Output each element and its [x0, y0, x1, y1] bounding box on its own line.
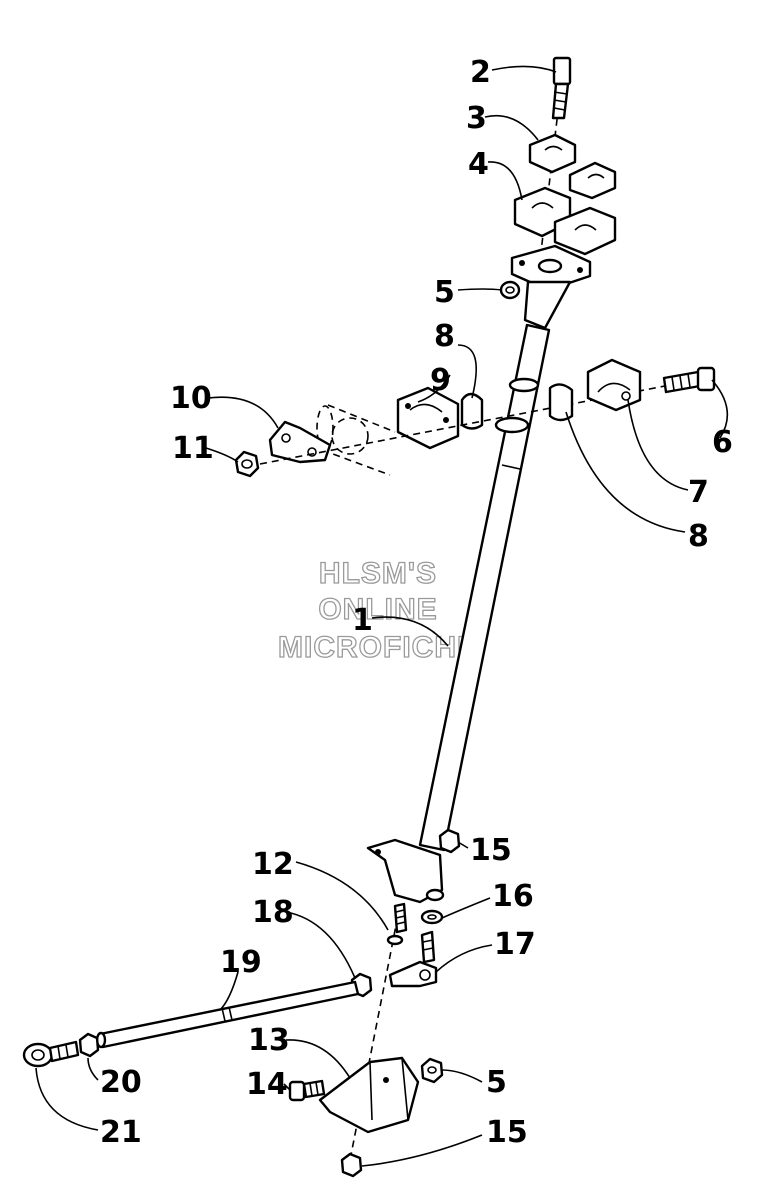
- washer-part-16: [420, 909, 444, 925]
- washer-part-18: [386, 934, 404, 946]
- nut-part-15-upper: [438, 828, 461, 854]
- lower-bracket-part-13: [318, 1056, 420, 1134]
- bolt-part-12: [393, 902, 408, 934]
- callout-14: 14: [246, 1067, 288, 1102]
- callout-19: 19: [220, 945, 262, 980]
- nut-part-5-lower: [420, 1057, 444, 1084]
- clamp-bolt-axis: [259, 385, 666, 465]
- tie-rod-part-19: [95, 980, 360, 1049]
- callout-12: 12: [252, 847, 294, 882]
- callout-4: 4: [468, 147, 489, 182]
- callout-10: 10: [170, 381, 212, 416]
- watermark-line-2: ONLINE: [318, 593, 437, 626]
- nut-part-11: [234, 450, 260, 478]
- callout-15-upper: 15: [470, 833, 512, 868]
- nut-part-5-upper: [499, 280, 521, 300]
- column-lower-bracket: [366, 838, 445, 904]
- callout-11: 11: [172, 431, 214, 466]
- callout-20: 20: [100, 1065, 142, 1100]
- jam-nut-part-20: [78, 1032, 100, 1058]
- callout-8-left: 8: [434, 319, 455, 354]
- callout-2: 2: [470, 55, 491, 90]
- callout-1: 1: [352, 603, 373, 638]
- callout-15-lower: 15: [486, 1115, 528, 1150]
- callout-5-upper: 5: [434, 275, 455, 310]
- callout-17: 17: [494, 927, 536, 962]
- callout-18: 18: [252, 895, 294, 930]
- callout-21: 21: [100, 1115, 142, 1150]
- bolt-part-2: [551, 56, 572, 120]
- clamp-block-part-9: [396, 386, 460, 450]
- rod-end-part-21: [22, 1040, 80, 1068]
- handlebar-clamp-lower-part-4: [513, 186, 617, 256]
- callout-8-right: 8: [688, 519, 709, 554]
- callout-7: 7: [688, 475, 709, 510]
- watermark-line-3: MICROFICHE: [278, 631, 478, 664]
- callout-6: 6: [712, 425, 733, 460]
- callout-5-lower: 5: [486, 1065, 507, 1100]
- ball-joint-part-17: [388, 930, 438, 988]
- callout-9: 9: [430, 363, 451, 398]
- callout-13: 13: [248, 1023, 290, 1058]
- bushing-part-8-right: [548, 383, 574, 422]
- callout-labels: 2 3 4 5 8 9 10 11 6 7 8 1 12 15 16 18 17…: [100, 55, 733, 1150]
- clamp-cap-part-7: [586, 358, 642, 412]
- bracket-part-10: [268, 420, 332, 464]
- steering-post-top-plate: [510, 244, 592, 330]
- callout-16: 16: [492, 879, 534, 914]
- bolt-part-6: [662, 366, 716, 394]
- callout-3: 3: [466, 101, 487, 136]
- nut-part-15-lower: [340, 1152, 363, 1178]
- handlebar-cap-upper-part-3: [528, 133, 617, 200]
- bushing-part-8-left: [460, 392, 484, 430]
- bolt-part-14: [288, 1079, 326, 1102]
- watermark: HLSM'S ONLINE MICROFICHE: [277, 556, 478, 664]
- watermark-line-1: HLSM'S: [319, 557, 437, 590]
- leader-lines: [35, 65, 729, 1167]
